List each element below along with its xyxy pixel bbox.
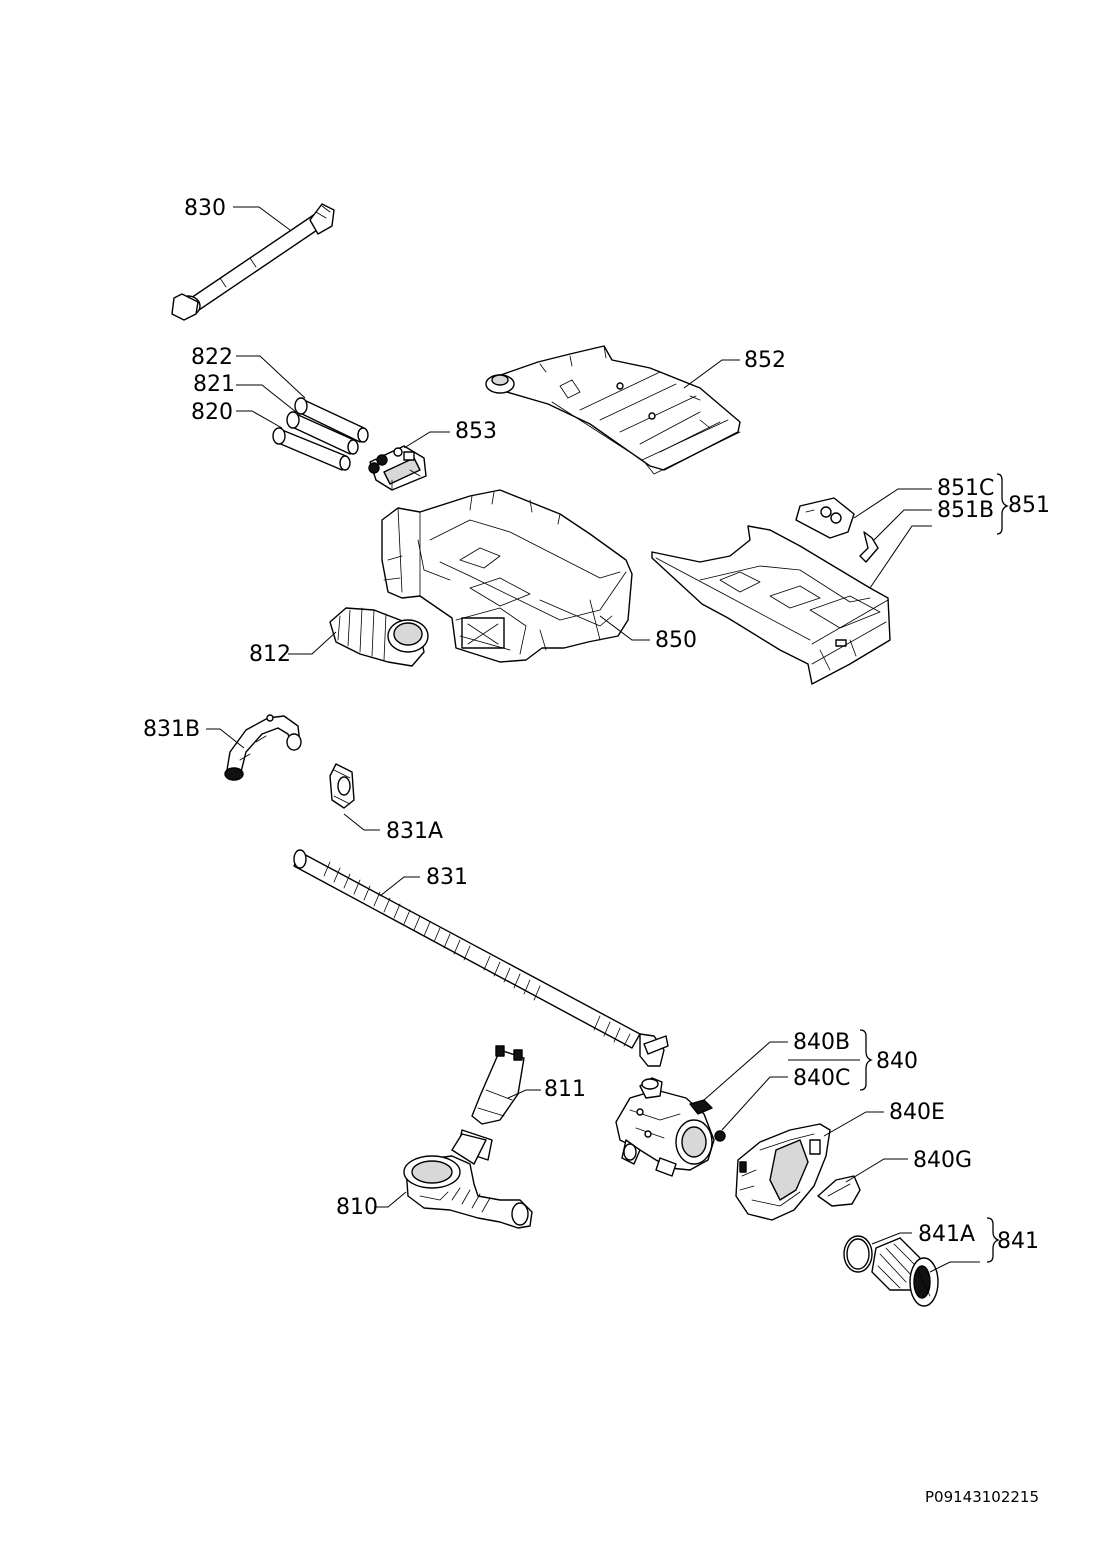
part-831-drain-hose[interactable] xyxy=(293,849,669,1067)
part-831A-clamp[interactable] xyxy=(329,763,355,809)
part-820-hose[interactable] xyxy=(272,427,351,471)
part-840C-seal[interactable] xyxy=(714,1130,726,1142)
label-850: 850 xyxy=(599,615,697,653)
svg-text:852: 852 xyxy=(744,348,786,373)
label-840C: 840C xyxy=(721,1066,850,1131)
label-841: 841 xyxy=(929,1217,1039,1273)
part-851B-clip[interactable] xyxy=(859,531,879,563)
svg-text:851: 851 xyxy=(1008,493,1050,518)
part-840B-filter-element[interactable] xyxy=(689,1099,713,1115)
part-840E-pump-cover[interactable] xyxy=(735,1123,831,1221)
label-853: 853 xyxy=(403,419,497,449)
part-852-dispenser-cover[interactable] xyxy=(485,345,741,475)
label-851B: 851B xyxy=(873,498,994,541)
svg-text:840: 840 xyxy=(876,1049,918,1074)
svg-text:851C: 851C xyxy=(937,476,994,501)
svg-text:840B: 840B xyxy=(793,1030,850,1055)
part-840-pump-housing[interactable] xyxy=(615,1077,715,1177)
part-831B-hose-guide[interactable] xyxy=(224,714,302,781)
label-821: 821 xyxy=(193,372,297,413)
svg-text:821: 821 xyxy=(193,372,235,397)
part-841-drain-filter[interactable] xyxy=(871,1237,939,1307)
part-851C-siphon-cap[interactable] xyxy=(795,497,855,539)
svg-text:811: 811 xyxy=(544,1077,586,1102)
part-812-bellows-hose[interactable] xyxy=(329,607,429,667)
part-822-hose[interactable] xyxy=(294,397,369,443)
label-822: 822 xyxy=(191,345,306,399)
label-812: 812 xyxy=(249,631,337,667)
label-831: 831 xyxy=(379,865,468,897)
svg-text:820: 820 xyxy=(191,400,233,425)
part-821-hose[interactable] xyxy=(286,411,359,455)
label-840G: 840G xyxy=(845,1148,972,1183)
part-840G-flap[interactable] xyxy=(817,1175,861,1207)
label-831B: 831B xyxy=(143,717,245,749)
svg-text:841: 841 xyxy=(997,1229,1039,1254)
svg-text:822: 822 xyxy=(191,345,233,370)
svg-text:850: 850 xyxy=(655,628,697,653)
label-852: 852 xyxy=(683,348,786,389)
part-830-inlet-hose[interactable] xyxy=(171,203,335,321)
part-853-inlet-valve[interactable] xyxy=(368,445,427,491)
svg-text:841A: 841A xyxy=(918,1222,975,1247)
label-851: 851 xyxy=(869,473,1050,589)
drawing-reference-code: P09143102215 xyxy=(925,1488,1039,1506)
svg-text:840C: 840C xyxy=(793,1066,850,1091)
svg-text:851B: 851B xyxy=(937,498,994,523)
label-841A: 841A xyxy=(871,1222,975,1247)
label-851C: 851C xyxy=(853,476,994,519)
label-830: 830 xyxy=(184,196,291,231)
svg-text:831A: 831A xyxy=(386,819,443,844)
svg-text:810: 810 xyxy=(336,1195,378,1220)
label-840E: 840E xyxy=(823,1100,945,1137)
label-810: 810 xyxy=(336,1191,407,1220)
part-810-sump-hose[interactable] xyxy=(403,1133,533,1229)
label-831A: 831A xyxy=(343,813,443,844)
part-841A-seal-ring[interactable] xyxy=(843,1235,873,1273)
svg-text:853: 853 xyxy=(455,419,497,444)
part-851-detergent-drawer[interactable] xyxy=(651,525,891,685)
svg-text:830: 830 xyxy=(184,196,226,221)
svg-text:831B: 831B xyxy=(143,717,200,742)
svg-text:812: 812 xyxy=(249,642,291,667)
svg-text:840E: 840E xyxy=(889,1100,945,1125)
part-850-dispenser-housing[interactable] xyxy=(381,489,633,663)
label-820: 820 xyxy=(191,400,283,429)
label-840: 840 xyxy=(788,1029,918,1091)
svg-text:840G: 840G xyxy=(913,1148,972,1173)
label-811: 811 xyxy=(507,1077,586,1102)
svg-text:831: 831 xyxy=(426,865,468,890)
label-840B: 840B xyxy=(703,1030,850,1101)
